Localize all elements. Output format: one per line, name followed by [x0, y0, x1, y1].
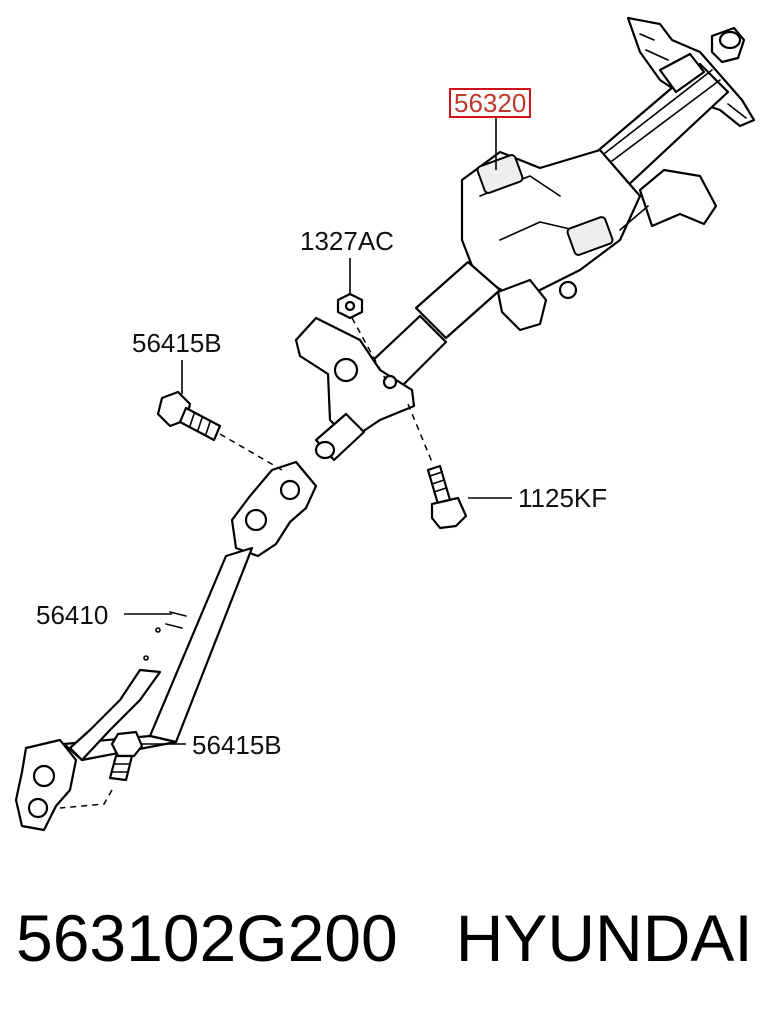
intermediate-shaft: [14, 460, 318, 832]
caption: 563102G200 HYUNDAI: [16, 890, 761, 986]
bolt-56415b-lower: [108, 730, 144, 782]
bolt-upper-dash-line: [219, 433, 283, 471]
part-number: 563102G200: [16, 901, 398, 975]
callout-1327ac[interactable]: 1327AC: [300, 226, 394, 256]
bolt-lower-dash-line: [59, 789, 113, 809]
callout-56410[interactable]: 56410: [36, 600, 109, 630]
callout-56415b-lower[interactable]: 56415B: [192, 730, 282, 760]
bolt-56415b-upper: [156, 390, 222, 442]
callout-1125kf[interactable]: 1125KF: [518, 483, 608, 513]
bolt-1125kf: [426, 464, 468, 530]
nut-dash-line: [351, 317, 387, 381]
parts-diagram: [14, 16, 756, 832]
callout-56415b-upper[interactable]: 56415B: [132, 328, 222, 358]
nut-1327ac: [336, 292, 364, 320]
steering-column-assembly: [294, 16, 756, 462]
callout-56320[interactable]: 56320: [449, 88, 532, 118]
brand-name: HYUNDAI: [455, 901, 753, 975]
bolt-1125kf-dash-line: [407, 403, 433, 463]
